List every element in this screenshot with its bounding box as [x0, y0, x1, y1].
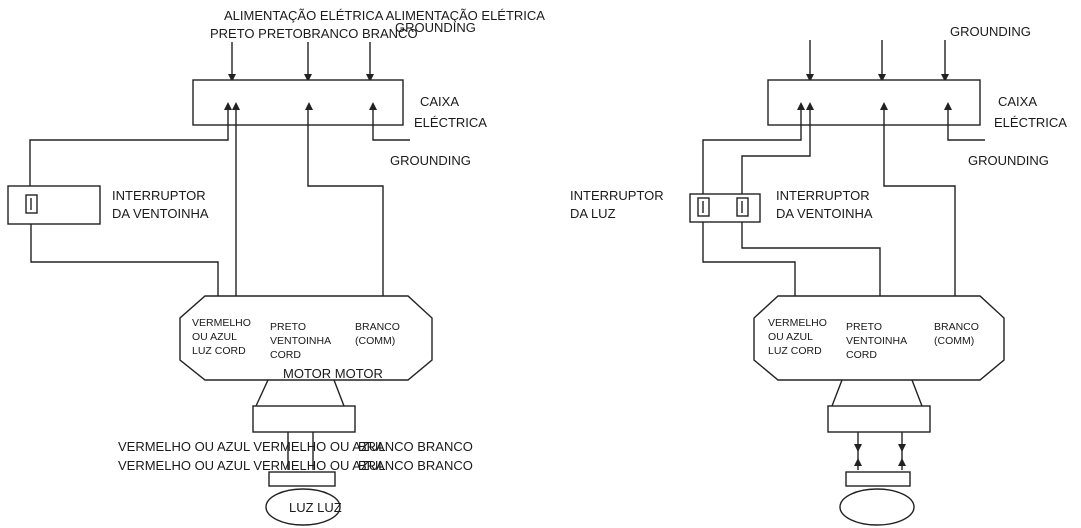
right-motor-black-1: PRETO: [846, 321, 882, 333]
left-motor-black-1: PRETO: [270, 321, 306, 333]
left-light-socket: [268, 471, 336, 487]
right-motor-black-2: VENTOINHA: [846, 335, 907, 347]
left-power-supply-label: ALIMENTAÇÃO ELÉTRICA ALIMENTAÇÃO ELÉTRIC…: [224, 8, 545, 23]
left-input-arrow-2: [304, 74, 312, 82]
right-input-arrow-3: [941, 74, 949, 82]
right-light-arrow-3: [898, 444, 906, 452]
left-light-kit: [252, 405, 356, 433]
left-motor-red-1: VERMELHO: [192, 317, 251, 329]
left-caixa-label-1: CAIXA: [420, 94, 459, 109]
left-motor-white-1: BRANCO: [355, 321, 400, 333]
left-bottom-label-1: VERMELHO OU AZUL VERMELHO OU AZUL: [118, 439, 386, 454]
right-motor: [753, 295, 1005, 381]
right-input-arrow-2: [878, 74, 886, 82]
left-fan-switch: [7, 185, 101, 225]
left-wire-switch-to-motor: [30, 224, 219, 308]
right-white-wire: [883, 108, 956, 308]
right-motor-white-1: BRANCO: [934, 321, 979, 333]
left-motor-red-2: OU AZUL: [192, 331, 237, 343]
right-out-arrow-2: [806, 102, 814, 110]
left-fan-switch-label-1: INTERRUPTOR: [112, 188, 206, 203]
right-light-bulb: [839, 488, 915, 526]
left-electrical-box: [192, 79, 404, 126]
left-white-wire: [307, 108, 384, 308]
left-out-arrow-1: [224, 102, 232, 110]
right-black-wire: [741, 222, 881, 308]
left-out-arrow-4: [369, 102, 377, 110]
left-fan-switch-label-2: DA VENTOINHA: [112, 206, 209, 221]
left-input-arrow-1: [228, 74, 236, 82]
right-motor-black-3: CORD: [846, 349, 877, 361]
left-ground-wire: [372, 108, 410, 141]
right-wire-to-fan-switch: [741, 108, 811, 196]
left-motor-black-3: CORD: [270, 349, 301, 361]
right-light-arrow-1: [854, 444, 862, 452]
right-fan-switch-label-2: DA VENTOINHA: [776, 206, 873, 221]
left-bottom-label-2: VERMELHO OU AZUL VERMELHO OU AZUL: [118, 458, 386, 473]
left-bottom-right-label-1: BRANCO BRANCO: [358, 439, 473, 454]
right-light-socket: [845, 471, 911, 487]
right-light-switch-label-2: DA LUZ: [570, 206, 616, 221]
right-light-switch-label-1: INTERRUPTOR: [570, 188, 664, 203]
right-motor-red-1: VERMELHO: [768, 317, 827, 329]
left-light-label: LUZ LUZ: [289, 500, 342, 515]
left-diagram: ALIMENTAÇÃO ELÉTRICA ALIMENTAÇÃO ELÉTRIC…: [7, 8, 545, 526]
right-out-arrow-4: [944, 102, 952, 110]
right-caixa-label-2: ELÉCTRICA: [994, 115, 1067, 130]
left-motor-label: MOTOR MOTOR: [283, 366, 383, 381]
right-wire-to-light-switch: [702, 108, 802, 196]
left-black-wire: [235, 108, 285, 316]
right-motor-red-2: OU AZUL: [768, 331, 813, 343]
right-red-wire: [702, 222, 796, 308]
right-out-arrow-1: [797, 102, 805, 110]
left-caixa-label-2: ELÉCTRICA: [414, 115, 487, 130]
right-ground-wire: [947, 108, 985, 141]
right-out-arrow-3: [880, 102, 888, 110]
right-grounding-top-label: GROUNDING: [950, 24, 1031, 39]
left-bottom-right-label-2: BRANCO BRANCO: [358, 458, 473, 473]
left-light-bulb: [265, 488, 341, 526]
right-fan-switch-label-1: INTERRUPTOR: [776, 188, 870, 203]
right-motor-white-2: (COMM): [934, 335, 974, 347]
left-motor-red-3: LUZ CORD: [192, 345, 246, 357]
left-out-arrow-3: [305, 102, 313, 110]
left-out-arrow-2: [232, 102, 240, 110]
left-motor-white-2: (COMM): [355, 335, 395, 347]
left-wire-colors-label: PRETO PRETOBRANCO BRANCO: [210, 26, 418, 41]
left-motor: [179, 295, 433, 381]
right-light-arrow-2: [854, 458, 862, 466]
left-input-arrow-3: [366, 74, 374, 82]
right-light-arrow-4: [898, 458, 906, 466]
right-diagram: GROUNDING CAIXA ELÉCTRICA GROUNDING INTE…: [570, 24, 1067, 526]
left-motor-black-2: VENTOINHA: [270, 335, 331, 347]
left-grounding-top-label: GROUNDING: [395, 20, 476, 35]
left-grounding-label: GROUNDING: [390, 153, 471, 168]
right-input-arrow-1: [806, 74, 814, 82]
left-wire-to-switch: [29, 108, 229, 186]
right-electrical-box: [767, 79, 981, 126]
right-light-kit: [827, 405, 931, 433]
right-caixa-label-1: CAIXA: [998, 94, 1037, 109]
right-motor-red-3: LUZ CORD: [768, 345, 822, 357]
right-grounding-label: GROUNDING: [968, 153, 1049, 168]
